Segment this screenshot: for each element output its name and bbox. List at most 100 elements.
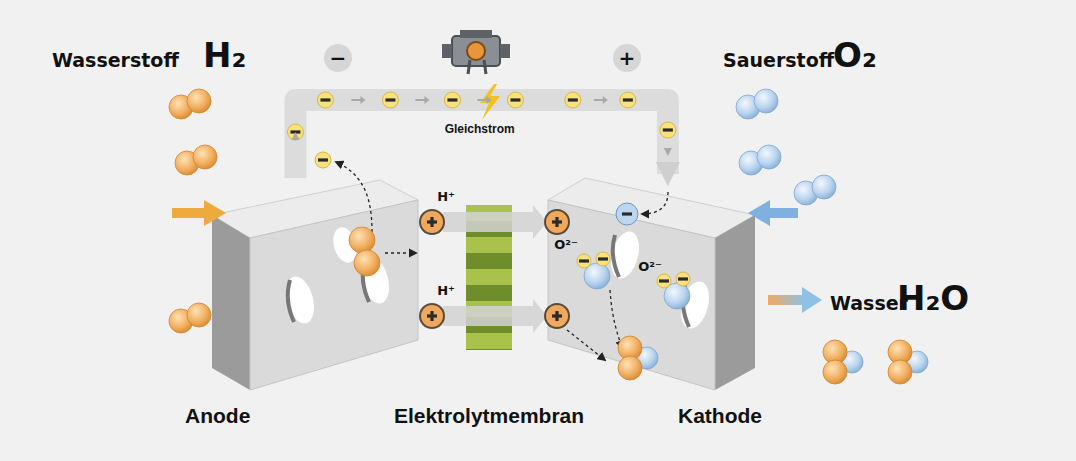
electrolyte-membrane: Elektrolytmembran [384,178,594,428]
flow-arrow [204,200,226,226]
flow-arrow [768,295,804,305]
cathode-plate [606,228,644,281]
motor-icon [484,60,486,74]
ion-label: H⁺ [437,284,455,297]
edge-label: Gleichstrom [443,122,517,136]
reaction-arrow [385,252,416,253]
charge-mark [598,257,608,260]
membrane-stripe [466,349,512,350]
electron [596,252,610,266]
charge-mark [623,98,633,101]
membrane-stripe [466,237,512,253]
cathode-plate [715,215,755,390]
electron [315,152,331,168]
reaction-arrow [642,192,668,214]
membrane-stripe [466,253,512,269]
terminal-circle [324,44,352,72]
electron [577,254,591,268]
electron [382,92,398,108]
charge-mark [430,217,433,227]
terminal-circle [613,44,641,72]
flow-arrow [172,208,206,218]
input-label: Wasserstoff [52,51,179,70]
charge-mark [663,128,673,131]
motor-icon [500,44,510,58]
flow-tick [477,99,487,101]
cathode-plate [613,235,619,277]
charge-mark [430,311,433,321]
charge-mark [555,217,558,227]
motor-icon [452,36,500,66]
proton [420,304,444,328]
charge-mark [622,212,632,215]
charge-mark [568,98,578,101]
reaction-arrow [610,290,622,348]
output-label: Wasser [830,294,908,313]
proton [545,304,569,328]
electron [616,203,638,225]
electron [565,92,581,108]
oxygen-atom [812,175,836,199]
molecule [169,89,928,384]
electron [317,92,333,108]
current-wire [295,100,667,178]
cathode-plate [548,200,715,390]
charge-mark [510,98,520,101]
flow-arrow [768,208,798,218]
flow-tick [603,96,608,104]
hydrogen-atom [193,145,217,169]
electron [507,92,523,108]
flow-arrow [802,287,822,313]
hydrogen-atom [354,250,380,276]
charge-mark [659,279,669,282]
proton-arrow [443,205,547,333]
membrane-stripe [466,269,512,285]
electron [660,122,676,138]
motor-icon [460,30,492,38]
reaction-arrow [336,162,668,360]
anode-plate [281,273,319,326]
hydrogen-atom [349,227,375,253]
charge-mark [678,277,688,280]
hydrogen-atom [187,303,211,327]
motor-icon [442,44,452,58]
terminal-sign: − [330,48,347,68]
formula: H₂ [203,38,246,72]
motor-icon [442,30,510,74]
charge-mark [320,98,330,101]
ion-label: O²⁻ [554,238,578,251]
flow-tick [664,148,672,156]
electron [287,92,675,156]
cathode: Kathode [548,178,762,428]
node-label: Elektrolytmembran [394,403,584,428]
flow-tick [351,99,361,101]
flow-arrow [748,200,770,226]
flow-tick [486,96,491,104]
motor-icon [467,42,485,60]
proton [420,210,444,234]
input-label: Sauerstoff [723,51,834,70]
flow-tick [291,132,299,140]
electron [620,92,636,108]
charge-mark [318,158,328,161]
reaction-arrow [336,162,372,232]
current-bolt [480,84,500,120]
cathode-plate [548,178,755,390]
membrane-stripe [466,333,512,349]
flow-tick [360,96,365,104]
node-label: Kathode [678,403,762,428]
oxygen-atom [757,145,781,169]
oxygen-atom [754,89,778,113]
formula: O₂ [833,38,877,72]
formula: H₂O [897,281,969,315]
flow-tick [415,99,425,101]
ion-label: O²⁻ [638,260,662,273]
anode-plate [212,215,250,390]
hydrogen-atom [618,356,642,380]
node-label: Anode [185,403,250,428]
charge-mark [447,98,457,101]
electron [676,272,690,286]
membrane-stripe [466,285,512,301]
electron [444,92,460,108]
